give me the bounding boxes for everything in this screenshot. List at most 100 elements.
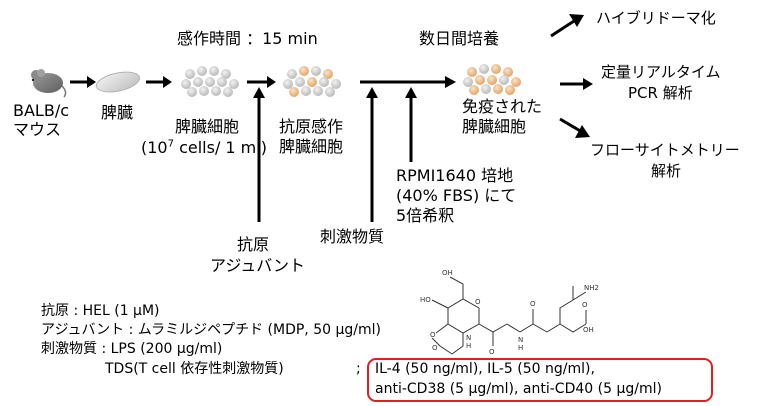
arrow-to-facs xyxy=(559,117,590,138)
spleen-icon xyxy=(95,71,141,93)
cell-dot xyxy=(481,84,491,94)
medium-label-line2: (40% FBS) にて xyxy=(396,186,517,205)
cell-dot xyxy=(205,77,215,87)
cell-dot xyxy=(503,67,513,77)
cell-dot xyxy=(307,77,317,87)
cell-dot xyxy=(185,69,195,79)
cell-dot xyxy=(197,66,207,76)
note-tds-separator: ; xyxy=(356,361,361,377)
spleen-cells-cluster xyxy=(181,66,239,97)
immunized-cells-label-line1: 免疫された xyxy=(462,97,543,116)
cell-dot xyxy=(319,77,329,87)
cell-dot xyxy=(209,66,219,76)
cell-dot xyxy=(295,77,305,87)
cell-dot xyxy=(199,86,209,96)
sensitized-cells-label-line2: 脾臓細胞 xyxy=(279,137,344,156)
cell-dot xyxy=(475,75,485,85)
arrow-cells-to-sensitized xyxy=(247,76,276,88)
cell-dot xyxy=(323,69,333,79)
cell-dot xyxy=(493,84,503,94)
note-stimulant: 刺激物質 : LPS (200 μg/ml) xyxy=(41,341,223,357)
cell-dot xyxy=(211,86,221,96)
cell-dot xyxy=(491,64,501,74)
cell-dot xyxy=(229,79,239,89)
arrow-to-pcr xyxy=(560,78,593,90)
structure-o-label-2: O xyxy=(430,331,436,339)
structure-o-label-6: O xyxy=(582,301,588,309)
cell-dot xyxy=(287,69,297,79)
structure-h-label: H xyxy=(466,342,471,350)
structure-h2-label: H xyxy=(518,344,523,352)
facs-label-line2: 解析 xyxy=(651,162,682,180)
cell-dot xyxy=(301,86,311,96)
structure-acid-oh-label: OH xyxy=(583,326,594,334)
cell-dot xyxy=(499,75,509,85)
adjuvant-label: アジュバント xyxy=(210,256,306,275)
cell-dot xyxy=(187,87,197,97)
arrow-antigen-adjuvant-up xyxy=(253,87,265,222)
cell-dot xyxy=(223,87,233,97)
arrow-to-hybridoma xyxy=(550,14,584,38)
cell-dot xyxy=(283,79,293,89)
spleen-cells-label: 脾臓細胞 xyxy=(175,117,240,136)
sensitized-cells-cluster xyxy=(283,66,341,97)
mouse-label: マウス xyxy=(13,120,62,139)
structure-ho-label: HO xyxy=(420,296,431,304)
note-antigen: 抗原 : HEL (1 μM) xyxy=(41,303,160,319)
cell-dot xyxy=(193,77,203,87)
immunized-cells-label-line2: 脾臓細胞 xyxy=(462,117,527,136)
antigen-label: 抗原 xyxy=(237,235,270,254)
cell-dot xyxy=(181,79,191,89)
arrow-mouse-to-spleen xyxy=(70,76,96,88)
note-tds: TDS(T cell 依存性刺激物質) xyxy=(105,361,284,377)
structure-o-label-3: O xyxy=(432,344,438,352)
cell-dot xyxy=(463,77,473,87)
medium-label-line1: RPMI1640 培地 xyxy=(396,166,514,185)
tds-components-line1: IL-4 (50 ng/ml), IL-5 (50 ng/ml), xyxy=(375,361,595,377)
structure-nh2-label: NH2 xyxy=(584,284,599,292)
immunized-cells-cluster xyxy=(463,64,521,95)
facs-label-line1: フローサイトメトリー xyxy=(590,141,740,159)
cell-dot xyxy=(331,79,341,89)
mouse-icon xyxy=(31,69,67,98)
cell-dot xyxy=(479,64,489,74)
structure-n2-label: N xyxy=(518,336,523,344)
mouse-strain-label: BALB/c xyxy=(13,101,69,120)
cell-concentration-label: (107 cells/ 1 ml) xyxy=(141,138,267,157)
cell-dot xyxy=(487,75,497,85)
cell-dot xyxy=(505,85,515,95)
structure-n-label: N xyxy=(466,334,471,342)
structure-ring-o-label: O xyxy=(475,298,481,306)
cell-dot xyxy=(511,77,521,87)
cell-dot xyxy=(289,87,299,97)
cell-dot xyxy=(217,77,227,87)
arrow-stimulant-up xyxy=(366,87,378,222)
stimulant-label: 刺激物質 xyxy=(320,227,385,246)
note-adjuvant: アジュバント : ムラミルジペプチド (MDP, 50 μg/ml) xyxy=(41,322,381,338)
cell-dot xyxy=(299,66,309,76)
culture-days-label: 数日間培養 xyxy=(419,29,500,48)
cell-dot xyxy=(469,85,479,95)
pcr-label-line2: PCR 解析 xyxy=(628,84,693,102)
cell-dot xyxy=(467,67,477,77)
arrow-sensitized-to-culture xyxy=(360,76,456,88)
pcr-label-line1: 定量リアルタイム xyxy=(601,63,721,81)
cell-dot xyxy=(325,87,335,97)
cell-dot xyxy=(313,86,323,96)
cell-dot xyxy=(221,69,231,79)
structure-o-label-4: O xyxy=(489,348,495,356)
spleen-label: 脾臓 xyxy=(101,103,134,122)
arrow-spleen-to-cells xyxy=(146,76,172,88)
sensitized-cells-label-line1: 抗原感作 xyxy=(279,117,344,136)
hybridoma-label: ハイブリドーマ化 xyxy=(596,9,716,27)
structure-o-label-5: O xyxy=(530,300,536,308)
mdp-structure xyxy=(431,276,587,355)
structure-oh-label: OH xyxy=(442,269,453,277)
medium-label-line3: 5倍希釈 xyxy=(396,206,455,225)
arrow-medium-up xyxy=(405,87,417,162)
sensitization-time-label: 感作時間 ：15 min xyxy=(177,29,318,48)
cell-dot xyxy=(311,66,321,76)
tds-highlight-box xyxy=(367,358,713,402)
tds-components-line2: anti-CD38 (5 μg/ml), anti-CD40 (5 μg/ml) xyxy=(375,381,662,397)
